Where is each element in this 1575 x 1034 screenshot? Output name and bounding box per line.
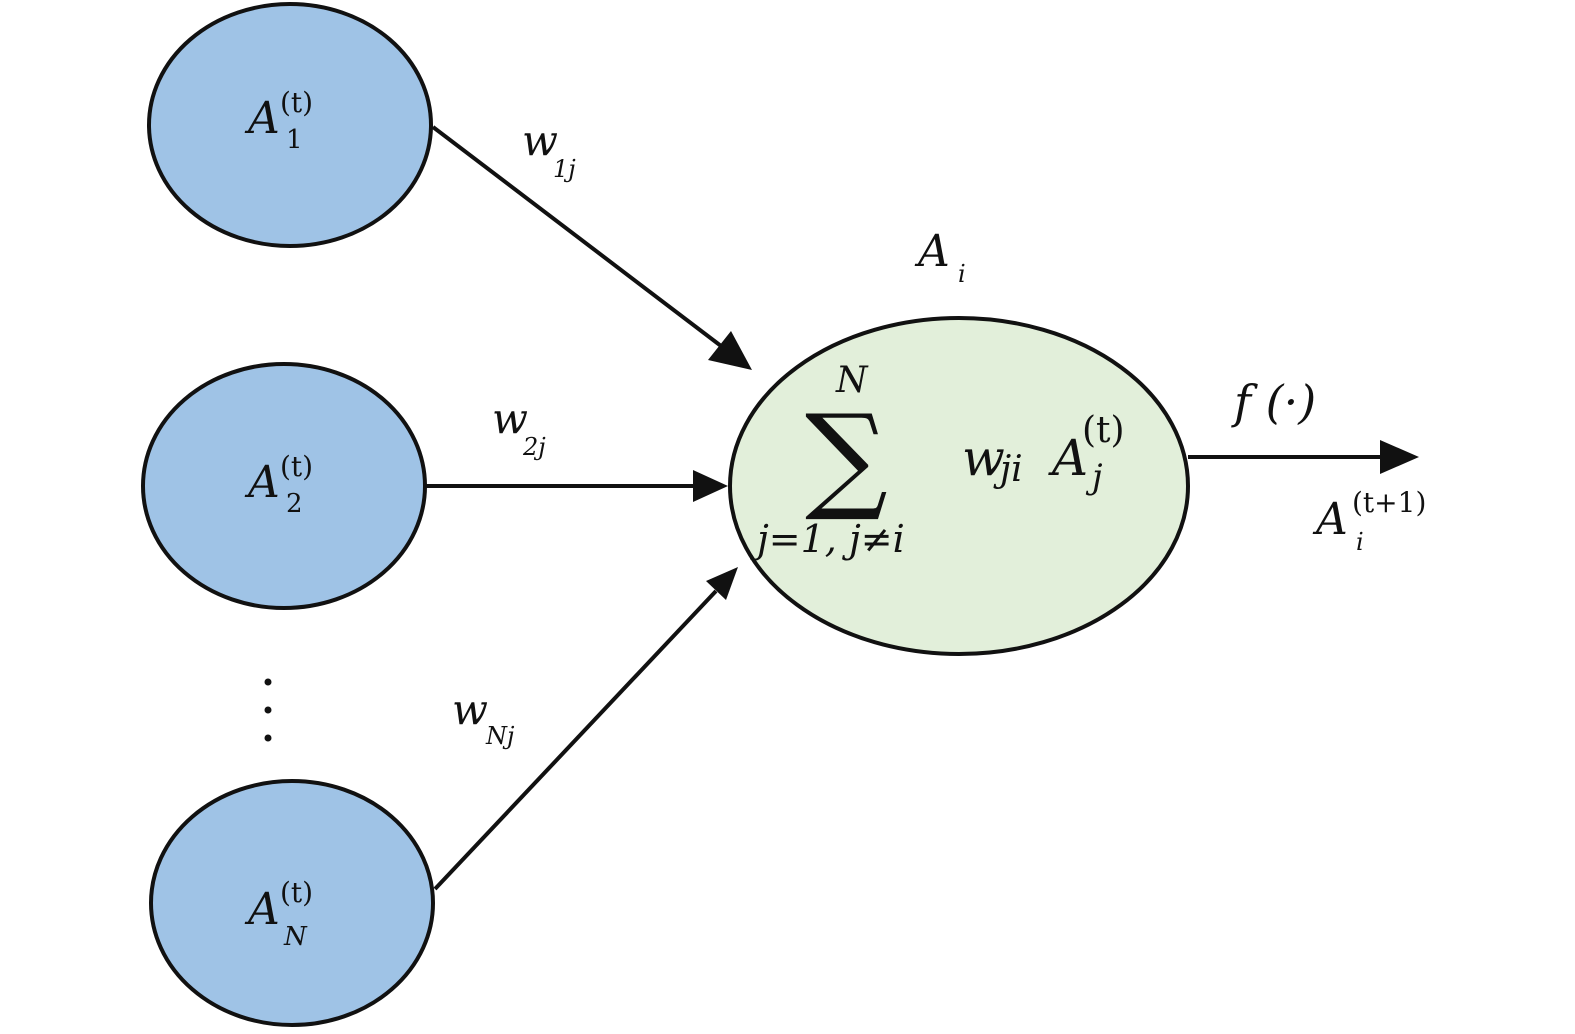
output-edge: f (·) A (t+1) i [1188, 375, 1426, 556]
input-node-n: A (t) N [149, 779, 435, 1027]
input-node-2-label-base: A [244, 457, 280, 508]
input-node-2-ellipse [141, 362, 427, 610]
output-label-base: A [1312, 494, 1348, 545]
edge-2-arrowhead [693, 470, 728, 502]
sum-symbol: ∑ [805, 390, 888, 525]
edge-1-arrowhead [708, 331, 752, 370]
sum-term-a: A [1048, 429, 1088, 487]
edge-n-weight-base: w [452, 685, 488, 734]
output-arrowhead [1380, 440, 1419, 474]
input-node-n-ellipse [149, 779, 435, 1027]
input-node-1-label-sub: 1 [286, 125, 303, 155]
input-node-2-label-sup: (t) [280, 450, 313, 483]
edge-1: w 1j [431, 116, 752, 370]
edge-1-line [431, 125, 727, 351]
input-node-n-label-sub: N [283, 922, 308, 952]
input-node-1-label-sup: (t) [280, 86, 313, 119]
edge-1-weight-sub: 1j [553, 155, 576, 183]
edge-2-weight-sub: 2j [522, 433, 546, 461]
edge-n-arrowhead [706, 567, 738, 600]
sum-node-label-base: A [914, 226, 950, 277]
edge-1-weight-base: w [522, 116, 558, 165]
sum-term-w: w [962, 429, 1005, 487]
input-node-1-label-base: A [244, 93, 280, 144]
sum-node-label-sub: i [958, 260, 966, 288]
edge-n: w Nj [433, 567, 738, 891]
ellipsis-dot-2 [264, 706, 272, 714]
edge-2-weight-base: w [492, 394, 528, 443]
activation-function-label: f (·) [1231, 375, 1316, 429]
ellipsis-dot-1 [264, 678, 272, 686]
input-node-n-label-sup: (t) [280, 876, 313, 909]
output-label-sup: (t+1) [1352, 486, 1426, 519]
ellipsis-dot-3 [264, 734, 272, 742]
sum-node: A i ∑ N j=1, j≠i w ji A (t) j [728, 226, 1190, 656]
sum-lower-limit: j=1, j≠i [750, 517, 905, 561]
input-node-1-ellipse [147, 2, 433, 248]
sum-term-a-sup: (t) [1082, 410, 1125, 451]
output-label-sub: i [1356, 528, 1364, 556]
input-node-1: A (t) 1 [147, 2, 433, 248]
vertical-ellipsis [264, 678, 272, 742]
edge-n-weight-sub: Nj [485, 722, 515, 750]
sum-node-ellipse [728, 316, 1190, 656]
input-node-2-label-sub: 2 [286, 489, 303, 519]
input-node-2: A (t) 2 [141, 362, 427, 610]
edge-n-line [433, 589, 718, 891]
input-node-n-label-base: A [244, 884, 280, 935]
sum-upper-limit: N [835, 360, 869, 401]
edge-2: w 2j [425, 394, 728, 502]
